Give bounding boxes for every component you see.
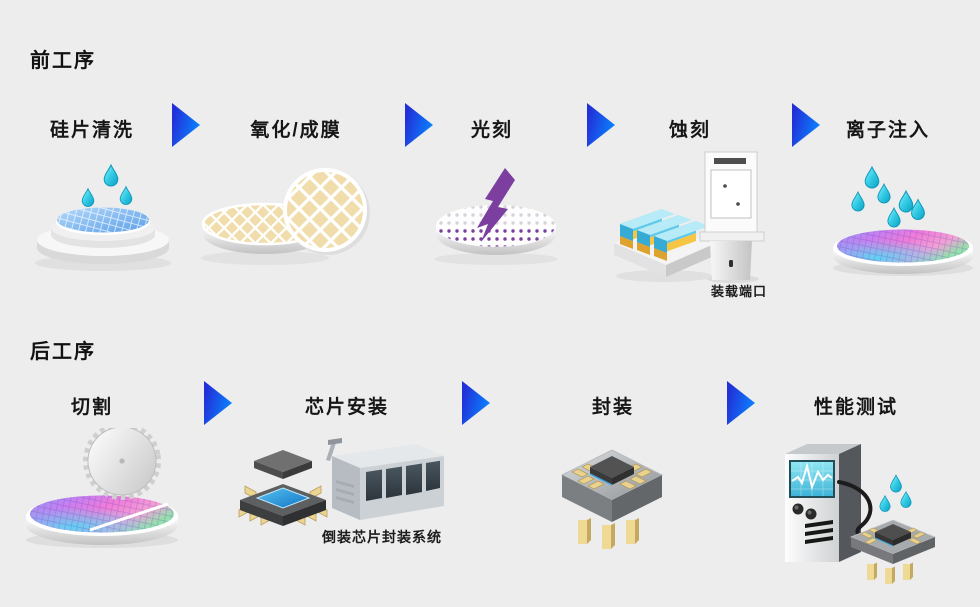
wafer-cleaning-icon	[35, 164, 171, 271]
package-pins	[578, 518, 639, 549]
flow-arrow	[792, 103, 820, 147]
water-drop-icon	[119, 186, 133, 205]
oscilloscope-screen	[791, 462, 833, 496]
water-drop-icon	[877, 183, 891, 204]
step-label-ion-implantation: 离子注入	[845, 120, 931, 141]
vents	[805, 520, 833, 544]
flip-chip-system-label: 倒装芯片封装系统	[322, 529, 442, 545]
lightning-icon	[477, 168, 515, 242]
flow-arrow	[727, 381, 755, 425]
water-drop-icon	[911, 199, 925, 220]
step-label-chip-mounting: 芯片安装	[304, 397, 390, 418]
flow-arrow	[587, 103, 615, 147]
water-drop-icon	[890, 474, 902, 493]
flow-arrow	[405, 103, 433, 147]
flow-arrow	[462, 381, 490, 425]
water-drop-icon	[103, 164, 119, 187]
performance-test-icon	[785, 444, 937, 584]
step-label-performance-test: 性能测试	[813, 397, 899, 418]
section-title-back: 后工序	[30, 341, 96, 363]
step-label-oxidation-film: 氧化/成膜	[250, 120, 342, 141]
water-drop-icon	[851, 191, 865, 212]
water-drop-icon	[81, 188, 95, 207]
waveform	[791, 462, 833, 491]
water-drop-icon	[900, 491, 912, 508]
flip-chip-bonder-icon	[326, 438, 444, 520]
device-under-test	[849, 519, 937, 584]
packaging-icon	[560, 449, 664, 549]
step-label-photolithography: 光刻	[470, 120, 514, 141]
water-drop-icon	[887, 207, 901, 228]
water-drop-icon	[898, 190, 914, 213]
chip-mounting-icon	[238, 450, 328, 526]
load-port-machine-icon	[699, 151, 765, 283]
saw-blade-icon	[83, 428, 161, 500]
water-drop-icon	[864, 166, 880, 189]
step-label-wafer-cleaning: 硅片清洗	[49, 120, 135, 141]
machine-windows	[366, 460, 440, 501]
ion-implantation-icon	[833, 166, 973, 276]
flow-arrow	[172, 103, 200, 147]
section-title-front: 前工序	[30, 50, 96, 72]
load-port-label: 装载端口	[710, 284, 768, 299]
oxidation-film-icon	[201, 168, 370, 265]
step-label-etching: 蚀刻	[668, 120, 712, 141]
dicing-icon	[26, 428, 178, 548]
step-label-packaging: 封装	[591, 397, 635, 418]
step-label-dicing: 切割	[70, 397, 114, 418]
flow-arrow	[204, 381, 232, 425]
etching-icon	[614, 209, 714, 282]
water-drop-icon	[879, 495, 891, 512]
photolithography-icon	[434, 168, 558, 265]
